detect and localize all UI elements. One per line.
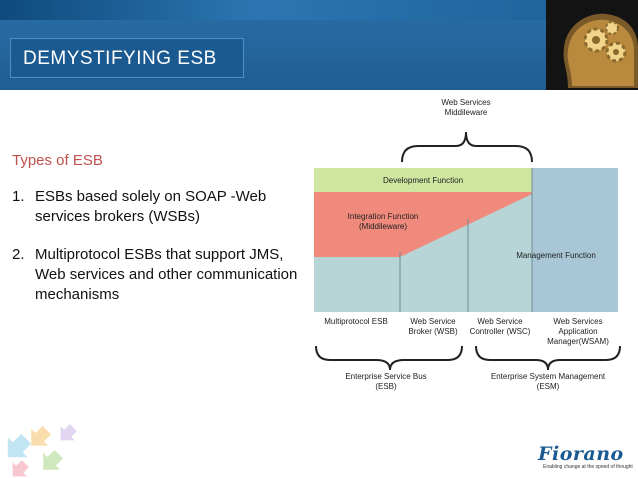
logo-wordmark: Fiorano xyxy=(538,443,624,465)
types-heading: Types of ESB xyxy=(12,152,103,169)
decorative-arrows xyxy=(7,424,77,477)
column-label: Manager(WSAM) xyxy=(547,337,609,346)
list-item: 1. ESBs based solely on SOAP -Web servic… xyxy=(12,187,302,227)
top-label-line2: Middileware xyxy=(445,108,488,117)
development-function-label: Development Function xyxy=(383,176,463,185)
esb-label-1: Enterprise Service Bus xyxy=(345,372,426,381)
esm-label-1: Enterprise System Management xyxy=(491,372,606,381)
development-block xyxy=(314,168,532,192)
management-function-label: Management Function xyxy=(516,251,596,260)
header-band xyxy=(0,0,638,20)
column-label: Broker (WSB) xyxy=(408,327,458,336)
column-label: Web Service xyxy=(477,317,523,326)
title-box: DEMYSTIFYING ESB xyxy=(10,38,244,78)
esb-label-2: (ESB) xyxy=(375,382,397,391)
esm-brace xyxy=(475,345,621,371)
column-label: Web Service xyxy=(410,317,456,326)
esm-label-2: (ESM) xyxy=(537,382,560,391)
integration-block xyxy=(314,192,532,257)
header-banner: DEMYSTIFYING ESB xyxy=(0,0,638,90)
list-text: Multiprotocol ESBs that support JMS, Web… xyxy=(35,246,298,303)
top-label-line1: Web Services xyxy=(441,98,490,107)
top-brace xyxy=(401,131,533,163)
management-block xyxy=(532,168,618,312)
gear-head-image xyxy=(546,0,638,90)
integration-function-label-1: Integration Function xyxy=(348,212,419,221)
column-label: Controller (WSC) xyxy=(470,327,531,336)
list-text: ESBs based solely on SOAP -Web services … xyxy=(35,188,267,225)
integration-function-label-2: (Middileware) xyxy=(359,222,407,231)
list-item: 2. Multiprotocol ESBs that support JMS, … xyxy=(12,245,302,305)
column-label: Web Services xyxy=(553,317,602,326)
logo-tagline: Enabling change at the speed of thought xyxy=(543,464,633,470)
list-number: 2. xyxy=(12,246,25,263)
slide-title: DEMYSTIFYING ESB xyxy=(23,48,217,69)
esb-types-text: Types of ESB 1. ESBs based solely on SOA… xyxy=(12,152,302,305)
fiorano-logo: Fiorano Enabling change at the speed of … xyxy=(538,443,633,472)
column-label: Multiprotocol ESB xyxy=(324,317,388,326)
list-number: 1. xyxy=(12,188,25,205)
esb-brace xyxy=(315,345,463,371)
column-label: Application xyxy=(558,327,597,336)
